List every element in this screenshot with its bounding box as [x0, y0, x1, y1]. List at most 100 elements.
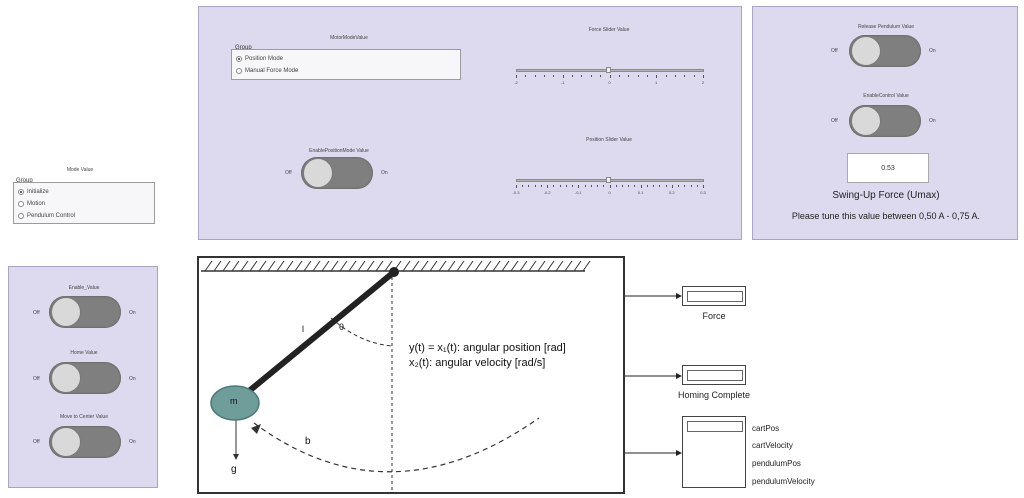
slider-minor-tick	[597, 185, 599, 187]
hatch-mark	[483, 260, 492, 272]
radio-label: Initialize	[27, 189, 49, 195]
signal-label-pendulum-velocity: pendulumVelocity	[752, 477, 815, 486]
hatch-mark	[357, 260, 366, 272]
radio-label: Position Mode	[245, 56, 284, 62]
cart-control-panel: Enable_Value Off On Home Value Off On Mo…	[8, 266, 158, 488]
slider-minor-tick	[553, 185, 555, 187]
home-title: Home Value	[70, 350, 98, 356]
toggle-knob	[303, 158, 333, 188]
hatch-mark	[213, 260, 222, 272]
release-pendulum-title: Release Pendulum Value	[857, 24, 915, 30]
slider-minor-tick	[653, 185, 655, 187]
hatch-mark	[321, 260, 330, 272]
position-slider-thumb[interactable]	[606, 177, 611, 183]
angular-velocity-equation: x₂(t): angular velocity [rad/s]	[409, 357, 546, 369]
damping-arc	[253, 417, 540, 473]
home-toggle[interactable]	[49, 362, 121, 394]
damping-label: b	[305, 436, 311, 447]
hatch-mark	[573, 260, 582, 272]
slider-minor-tick	[646, 75, 648, 77]
force-slider-thumb[interactable]	[606, 67, 611, 73]
hatch-mark	[312, 260, 321, 272]
slider-tick	[562, 75, 564, 78]
slider-tick-label: 0.3	[700, 190, 706, 195]
hatch-mark	[294, 260, 303, 272]
slider-tick-label: 2	[701, 80, 705, 85]
slider-minor-tick	[637, 75, 639, 77]
hatch-mark	[546, 260, 555, 272]
pendulum-diagram[interactable]: m l θ b g y(t) = x₁(t): angular position…	[197, 256, 625, 494]
pendulum-rod	[240, 269, 397, 399]
slider-minor-tick	[540, 185, 542, 187]
slider-minor-tick	[659, 185, 661, 187]
slider-tick-label: 0.2	[669, 190, 675, 195]
force-block-label: Force	[702, 311, 726, 321]
damping-arrow-head	[251, 424, 261, 434]
release-pendulum-toggle[interactable]	[849, 35, 921, 67]
enable-control-toggle[interactable]	[849, 105, 921, 137]
pendulum-bob	[210, 385, 260, 421]
hatch-mark	[456, 260, 465, 272]
hatch-mark	[492, 260, 501, 272]
slider-tick	[703, 185, 704, 188]
homing-display-block[interactable]	[682, 365, 746, 385]
angle-arc	[330, 317, 393, 347]
enable-position-toggle[interactable]	[301, 157, 373, 189]
radio-position-mode[interactable]: Position Mode	[236, 56, 283, 62]
mode-title: Mode Value	[66, 167, 94, 173]
enable-toggle[interactable]	[49, 296, 121, 328]
radio-manual-force-mode[interactable]: Manual Force Mode	[236, 68, 298, 74]
slider-minor-tick	[684, 75, 686, 77]
hatch-mark	[411, 260, 420, 272]
umax-input[interactable]: 0.53	[847, 153, 929, 183]
slider-minor-tick	[584, 185, 586, 187]
hatch-mark	[501, 260, 510, 272]
slider-minor-tick	[693, 75, 695, 77]
slider-minor-tick	[534, 185, 536, 187]
on-label: On	[929, 118, 936, 124]
hatch-mark	[222, 260, 231, 272]
toggle-knob	[51, 427, 81, 457]
slider-tick	[547, 185, 549, 188]
force-slider-title: Force Slider Value	[588, 27, 630, 33]
motor-group-label: Group	[235, 45, 252, 51]
swing-up-label: Swing-Up Force (Umax)	[832, 190, 940, 201]
hatch-mark	[267, 260, 276, 272]
slider-tick	[640, 185, 642, 188]
enable-control-title: EnableControl Value	[863, 93, 909, 99]
mode-group-label: Group	[16, 178, 33, 184]
slider-minor-tick	[690, 185, 692, 187]
hatch-mark	[339, 260, 348, 272]
on-label: On	[129, 376, 136, 382]
slider-minor-tick	[684, 185, 686, 187]
hatch-mark	[510, 260, 519, 272]
radio-initialize[interactable]: Initialize	[18, 189, 49, 195]
slider-minor-tick	[522, 185, 524, 187]
radio-motion[interactable]: Motion	[18, 201, 45, 207]
signal-label-pendulum-pos: pendulumPos	[752, 459, 801, 468]
radio-label: Manual Force Mode	[245, 68, 299, 74]
slider-tick	[656, 75, 658, 78]
slider-minor-tick	[665, 185, 667, 187]
move-center-toggle[interactable]	[49, 426, 121, 458]
force-display-block[interactable]	[682, 286, 746, 306]
slider-tick	[609, 75, 611, 78]
hatch-mark	[402, 260, 411, 272]
slider-minor-tick	[581, 75, 583, 77]
signal-label-cart-pos: cartPos	[752, 424, 780, 433]
off-label: Off	[33, 376, 40, 382]
enable-position-title: EnablePositionMode Value	[309, 148, 369, 154]
slider-tick	[516, 185, 517, 188]
slider-minor-tick	[534, 75, 536, 77]
radio-pendulum-control[interactable]: Pendulum Control	[18, 213, 75, 219]
signal-display-block[interactable]	[682, 416, 746, 488]
slider-minor-tick	[565, 185, 567, 187]
hatch-mark	[429, 260, 438, 272]
slider-minor-tick	[665, 75, 667, 77]
slider-minor-tick	[559, 185, 561, 187]
on-label: On	[129, 310, 136, 316]
tune-note: Please tune this value between 0,50 A - …	[791, 211, 981, 221]
slider-minor-tick	[615, 185, 617, 187]
toggle-knob	[851, 106, 881, 136]
slider-tick	[703, 75, 704, 78]
